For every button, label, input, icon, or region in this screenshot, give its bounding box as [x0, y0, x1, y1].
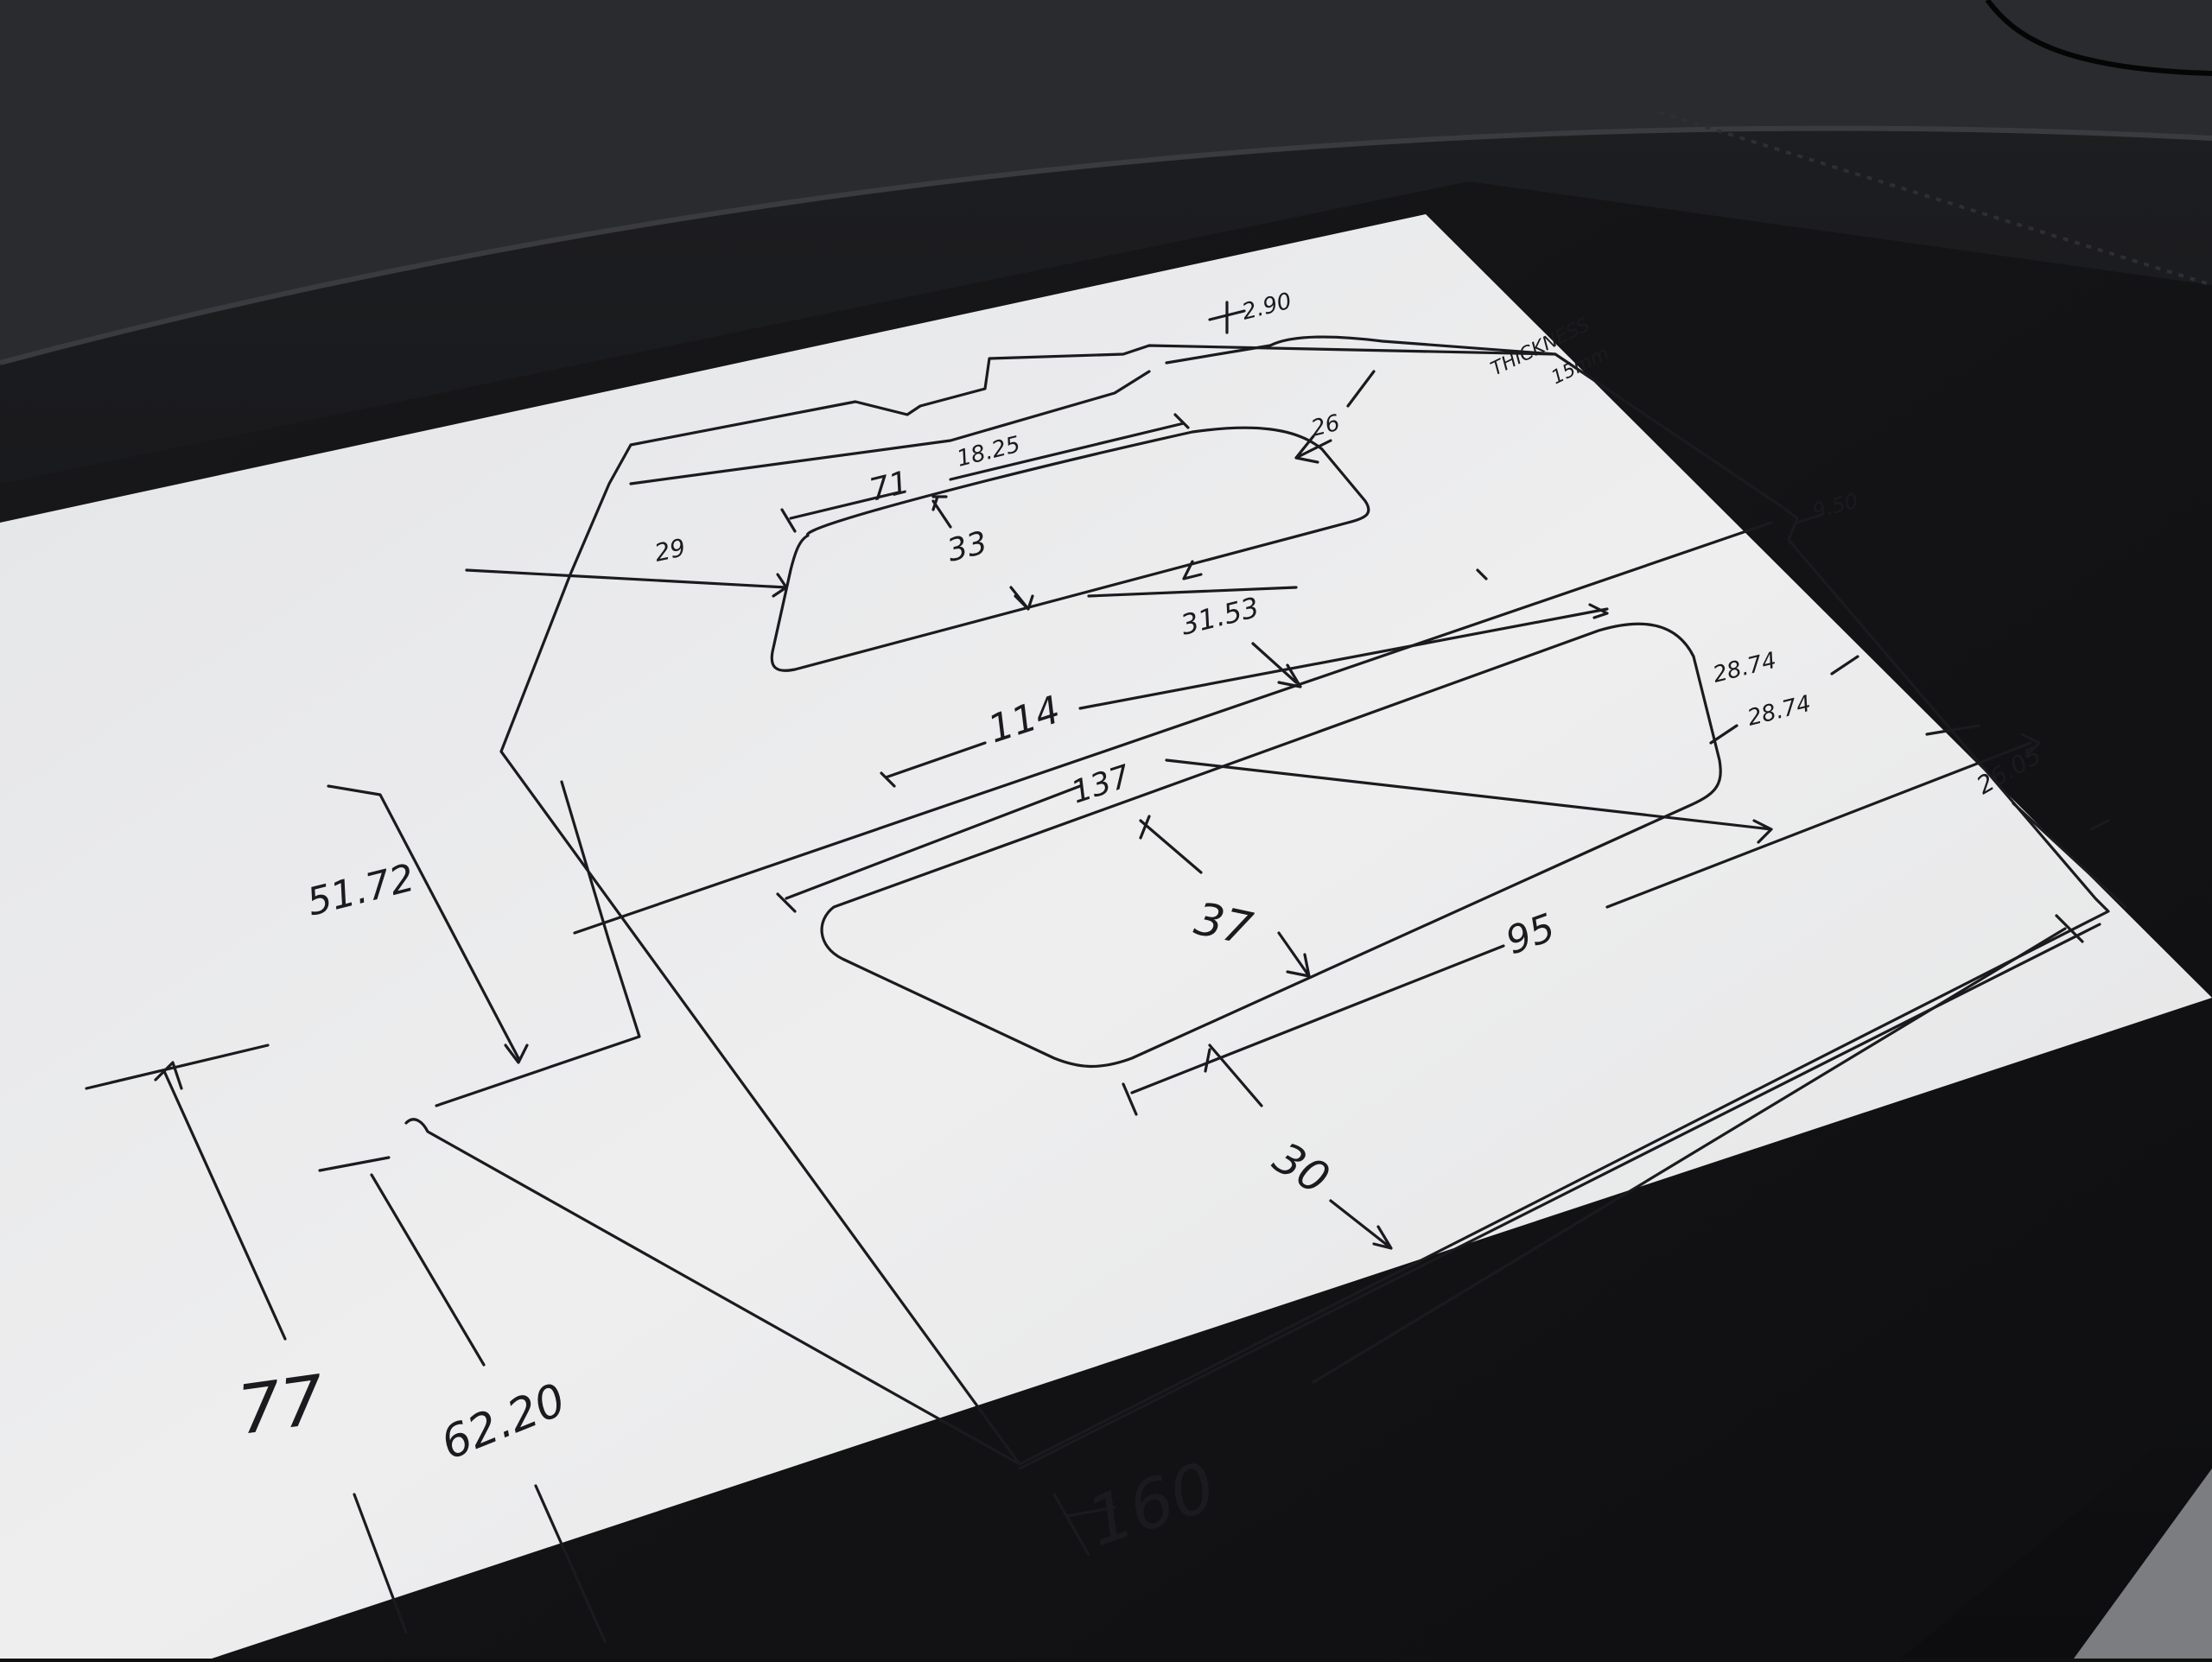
cable [1985, 0, 2212, 76]
dim-33-line [931, 495, 1034, 611]
outer-outline [404, 335, 2110, 1466]
upper-window [770, 426, 1370, 672]
technical-sketch [85, 301, 2127, 1643]
middle-divider [573, 521, 1773, 935]
dim-950-line [1796, 512, 1825, 524]
dim-2874-line [1709, 655, 1859, 745]
dim-3153-line [1087, 560, 1488, 688]
dim-290-line [1208, 301, 1246, 334]
dim-29-line [465, 568, 788, 598]
dim-30-line [1204, 1044, 1393, 1250]
label-d-37: 37 [1190, 893, 1256, 955]
dim-6220-line [318, 1156, 607, 1643]
dim-2605-line [1925, 724, 2127, 909]
monitor-shadow [0, 0, 2212, 363]
dim-77-line [85, 1044, 408, 1634]
lower-window [820, 622, 1722, 1068]
desk-corner [2074, 1469, 2212, 1659]
dim-26-line [1294, 370, 1376, 464]
dim-5172-line [327, 784, 529, 1064]
dim-37-line [1139, 815, 1311, 978]
dim-71-line [780, 413, 1190, 533]
dim-137-line [776, 758, 1773, 913]
dim-160-line [1052, 914, 2084, 1557]
dim-114-line [880, 603, 1609, 788]
dim-95-line [1122, 733, 2041, 1116]
label-d-77: 77 [233, 1361, 329, 1450]
label-d-29: 29 [652, 533, 689, 568]
monitor-edge [0, 125, 2212, 365]
upper-section-line [629, 344, 1272, 485]
